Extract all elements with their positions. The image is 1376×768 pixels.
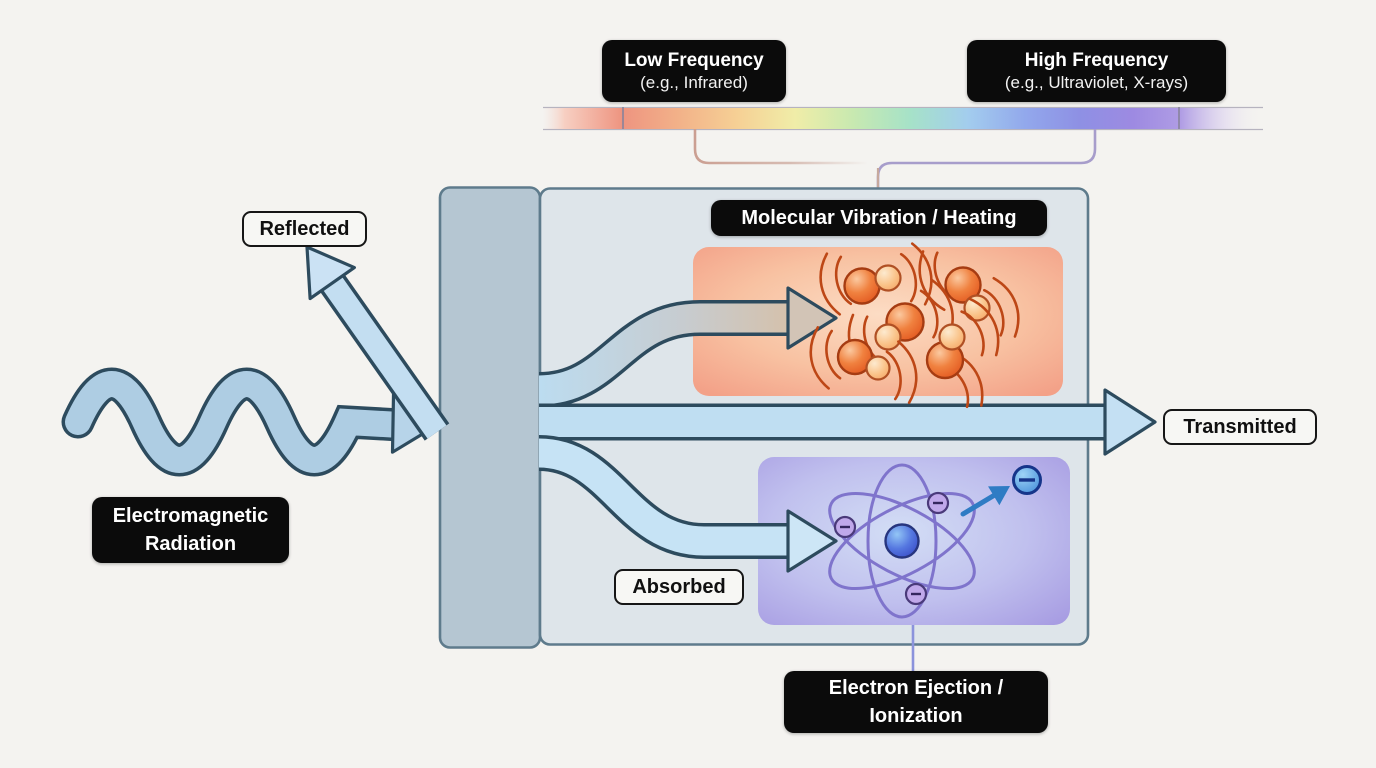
electron <box>833 515 857 539</box>
absorbed-ionization-arrow <box>537 435 838 573</box>
em-radiation-line2: Radiation <box>144 533 237 555</box>
high-frequency-line1: High Frequency <box>1024 49 1169 71</box>
absorbed-label: Absorbed <box>614 569 744 605</box>
material-surface <box>438 186 542 649</box>
molecule <box>840 275 961 379</box>
electron <box>926 491 950 515</box>
connector-low-frequency <box>693 129 868 165</box>
ejection-arrow <box>960 486 1010 517</box>
electron-ejection-line1: Electron Ejection / <box>828 677 1004 699</box>
high-frequency-line2: (e.g., Ultraviolet, X-rays) <box>1004 72 1189 92</box>
transmitted-arrow <box>539 388 1157 456</box>
low-frequency-label: Low Frequency (e.g., Infrared) <box>602 40 786 102</box>
em-radiation-line1: Electromagnetic <box>112 505 269 527</box>
ejected-electron <box>1012 465 1042 495</box>
orbit <box>828 491 976 591</box>
molecule <box>813 239 939 319</box>
electron-ejection-label: Electron Ejection / Ionization <box>784 671 1048 733</box>
high-frequency-label: High Frequency (e.g., Ultraviolet, X-ray… <box>967 40 1226 102</box>
molecule <box>910 245 1028 343</box>
absorbed-heating-arrow <box>538 286 838 408</box>
low-frequency-line1: Low Frequency <box>624 49 764 71</box>
atom <box>828 463 976 619</box>
electron-ejection-line2: Ionization <box>869 705 963 727</box>
molecular-vibration-label: Molecular Vibration / Heating <box>711 200 1047 236</box>
molecule <box>925 292 1009 414</box>
spectrum-bar <box>543 106 1263 131</box>
transmitted-text: Transmitted <box>1183 415 1297 438</box>
absorbed-text: Absorbed <box>632 575 726 598</box>
molecule <box>804 323 923 407</box>
reflected-text: Reflected <box>259 217 350 240</box>
orbit <box>828 491 976 591</box>
reflected-arrow <box>305 245 450 441</box>
transmitted-label: Transmitted <box>1163 409 1317 445</box>
em-radiation-label: Electromagnetic Radiation <box>92 497 289 563</box>
orbit <box>866 463 938 619</box>
molecules <box>804 239 1028 414</box>
low-frequency-line2: (e.g., Infrared) <box>640 72 748 92</box>
electron <box>904 582 928 606</box>
reflected-label: Reflected <box>242 211 367 247</box>
molecular-vibration-text: Molecular Vibration / Heating <box>741 207 1017 229</box>
nucleus <box>884 523 920 559</box>
